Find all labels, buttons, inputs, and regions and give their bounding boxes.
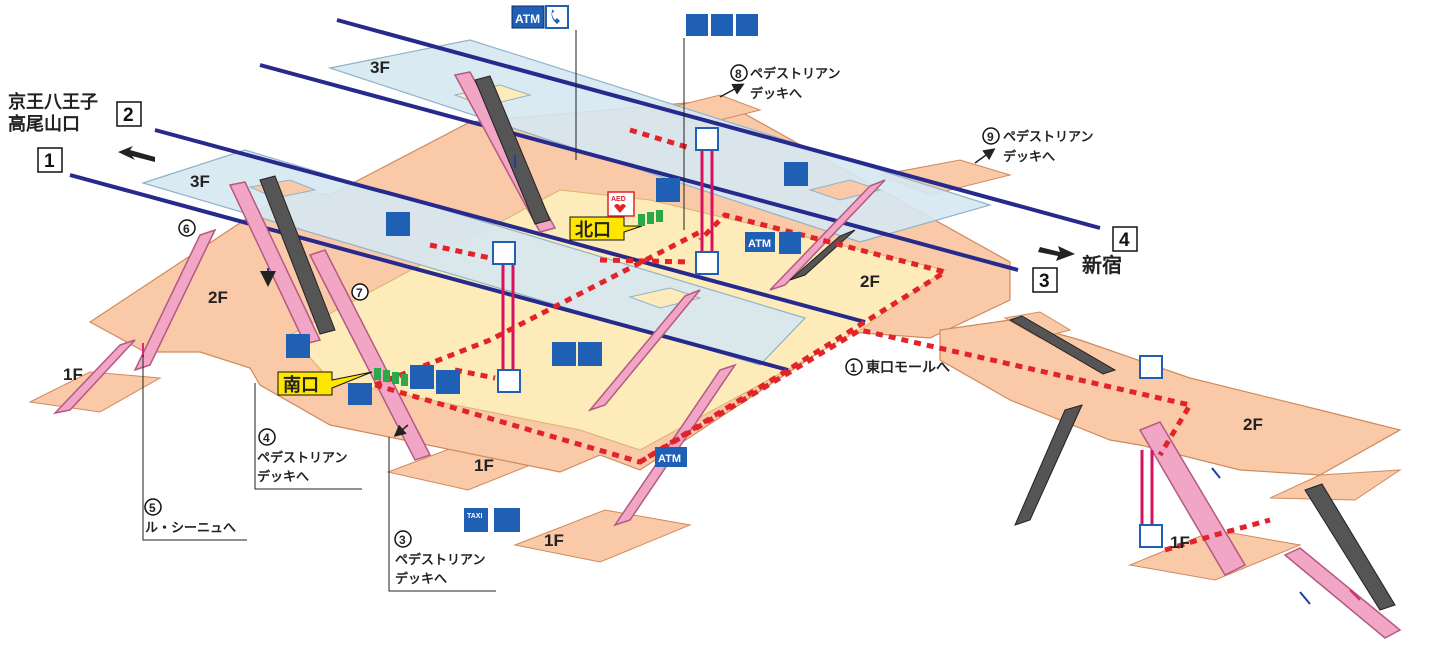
track-3 (259, 63, 1019, 272)
svg-text:デッキへ: デッキへ (257, 469, 309, 484)
exit-5-label: 5 ル・シーニュへ (142, 355, 247, 541)
floor-label-1f-east: 1F (1170, 533, 1190, 552)
svg-text:ペデストリアン: ペデストリアン (750, 66, 840, 81)
track-1 (69, 173, 789, 372)
svg-text:ATM: ATM (515, 12, 540, 26)
atm-icon-south: ATM (655, 447, 687, 467)
svg-text:5: 5 (149, 501, 156, 515)
floor-1f-left (28, 371, 162, 413)
svg-text:ペデストリアン: ペデストリアン (1003, 129, 1093, 144)
taxi-icon: TAXI (464, 508, 488, 532)
svg-text:9: 9 (987, 130, 994, 144)
platform-4-number: 4 (1119, 230, 1130, 251)
svg-text:7: 7 (356, 286, 363, 300)
atm-icon-north-gate: ATM (745, 232, 801, 254)
bus-icon (494, 508, 520, 532)
platform-opening-3 (628, 287, 702, 309)
floor-label-2f-right: 2F (860, 272, 880, 291)
ticket-gate-north (638, 210, 663, 226)
platform-3-number: 3 (1039, 271, 1050, 292)
elevator-icons (492, 127, 1163, 548)
toilet-sign-icon (686, 14, 758, 36)
floor-label-1f-left: 1F (63, 365, 83, 384)
svg-text:AED: AED (611, 196, 626, 203)
east-direction-arrow (1038, 246, 1075, 261)
svg-text:8: 8 (735, 67, 742, 81)
track-2 (154, 128, 866, 324)
svg-text:ペデストリアン: ペデストリアン (257, 450, 347, 465)
platform-4-box (1112, 226, 1138, 252)
svg-text:デッキへ: デッキへ (1003, 149, 1055, 164)
exit-6-label: 6 (178, 219, 196, 237)
exit-9-label: 9 ペデストリアン デッキへ (974, 127, 1093, 164)
ticket-machine-icons-south (348, 365, 460, 405)
svg-text:デッキへ: デッキへ (750, 86, 802, 101)
svg-text:北口: 北口 (575, 220, 611, 240)
exit-7-label: 7 (351, 283, 369, 301)
svg-text:東口モールへ: 東口モールへ (866, 359, 950, 375)
platform-1-number: 1 (44, 151, 55, 172)
svg-text:ル・シーニュへ: ル・シーニュへ (145, 520, 236, 535)
exit-3-label: 3 ペデストリアン デッキへ (388, 424, 496, 592)
svg-text:4: 4 (263, 431, 270, 445)
west-direction-arrow (118, 146, 155, 162)
atm-icon: ATM (511, 5, 545, 29)
floor-label-3f-south: 3F (190, 172, 210, 191)
waiting-room-icon-south (386, 212, 410, 236)
floor-1f-bottom (513, 509, 692, 563)
platform-1-box (37, 147, 63, 173)
svg-text:1: 1 (850, 361, 857, 375)
aed-icon: AED (607, 191, 635, 217)
floor-label-2f-main: 2F (208, 288, 228, 307)
svg-text:ATM: ATM (658, 453, 681, 465)
svg-text:TAXI: TAXI (467, 513, 482, 520)
information-icon (286, 334, 310, 358)
svg-text:ATM: ATM (748, 238, 771, 250)
exit-4-label: 4 ペデストリアン デッキへ (254, 383, 362, 490)
restroom-icon (552, 342, 602, 366)
platform-3-box (1032, 267, 1058, 293)
svg-text:3: 3 (399, 533, 406, 547)
floor-label-1f-bottom: 1F (544, 531, 564, 550)
svg-text:ペデストリアン: ペデストリアン (395, 552, 485, 567)
floor-label-2f-east: 2F (1243, 415, 1263, 434)
svg-text:6: 6 (183, 222, 190, 236)
north-gate-label: 北口 (569, 216, 643, 241)
floor-2f-east-right (1269, 469, 1402, 501)
south-gate-label: 南口 (277, 371, 373, 396)
floor-label-1f-south: 1F (474, 456, 494, 475)
flow-arrows (142, 155, 1361, 605)
platform-opening-4 (808, 179, 882, 201)
exit-8-label: 8 ペデストリアン デッキへ (719, 64, 840, 101)
east-destination: 新宿 (1082, 253, 1122, 277)
track-4 (336, 18, 1101, 230)
svg-text:デッキへ: デッキへ (395, 571, 447, 586)
svg-text:南口: 南口 (283, 374, 319, 395)
platform-2-box (116, 101, 142, 127)
leader-lines (575, 30, 685, 230)
exit-1-label: 1 東口モールへ (845, 358, 950, 376)
ticket-gate-south (374, 368, 408, 386)
phone-icon (545, 5, 569, 29)
platform-2-number: 2 (123, 105, 134, 126)
west-destination-line1: 京王八王子 (8, 91, 98, 112)
station-office-icon (656, 178, 680, 202)
stairs (259, 75, 1396, 611)
waiting-room-icon-north (784, 162, 808, 186)
floor-label-3f-north: 3F (370, 58, 390, 77)
west-destination-line2: 高尾山口 (8, 113, 80, 134)
elevator-shafts (501, 148, 1154, 530)
